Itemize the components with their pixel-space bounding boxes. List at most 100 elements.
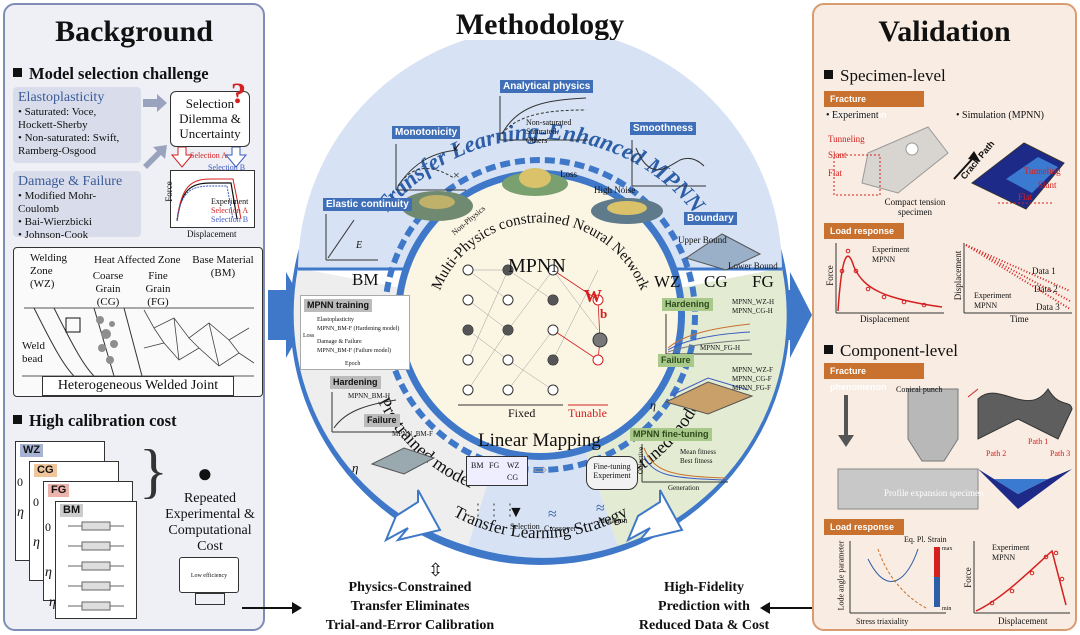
hardening-right-plot (665, 314, 752, 355)
selection-dilemma-box: Selection Dilemma & Uncertainty (170, 91, 250, 147)
linear-mapping-table: BM FG WZ CG (466, 456, 528, 486)
specimen-load-bar: Load response (824, 223, 904, 239)
dna-icon: ≈ (548, 506, 557, 523)
component-fracture-bar: Fracture phenomenon (824, 363, 924, 392)
specimen-heading: Specimen-level (824, 67, 946, 85)
smoothness-plot (631, 140, 706, 187)
selection-dilemma-text: Selection Dilemma & Uncertainty (179, 96, 241, 141)
time-axis: Time (1010, 314, 1029, 324)
damage-item-2: • Bai-Wierzbicki (18, 216, 92, 228)
failure-left-legend: MPNN_BM-F (392, 430, 433, 438)
finetuning-experiment-text: Fine-tuning Experiment (593, 462, 631, 480)
population-dots-icon: ⋮⋮⋮ (470, 502, 518, 519)
train-item-2: MPNN_BM-F (Hardening model) (317, 326, 400, 332)
hard-legend-wz: MPNN_WZ-H (732, 298, 774, 306)
brace-icon: } (139, 438, 168, 504)
finetuning-label: MPNN fine-tuning (630, 428, 712, 441)
bottom-left-line-2: Transfer Eliminates (350, 599, 470, 614)
bottom-right-line-2: Prediction with (658, 599, 750, 614)
mpnn-training-box: MPNN training Elastoplasticity MPNN_BM-F… (300, 295, 410, 370)
tunneling-right: Tunneling (1024, 166, 1061, 176)
analytical-legend-3: Others (526, 136, 548, 145)
damage-box: Damage & Failure • Modified Mohr-Coulomb… (13, 171, 141, 241)
legend-experiment: Experiment (211, 197, 249, 206)
bottom-right-text: High-Fidelity Prediction with Reduced Da… (604, 578, 804, 635)
hard-legend-cg: MPNN_CG-H (732, 307, 773, 315)
base-material-label: Base Material (BM) (192, 254, 254, 279)
model-selection-title: Model selection challenge (29, 64, 209, 83)
train-item-1: Elastoplasticity (317, 317, 354, 323)
flat-right: Flat (1018, 192, 1033, 202)
loss-axis-label: Loss (303, 333, 315, 339)
card-cg-label: CG (34, 464, 57, 477)
weld-diagram: Welding Zone (WZ) Heat Affected Zone Coa… (13, 247, 263, 397)
card-fg-label: FG (48, 484, 70, 497)
component-images (837, 388, 1073, 510)
mutation-dna-icon: ≈ (596, 500, 605, 517)
train-item-3: Damage & Failure (317, 339, 362, 345)
hard-legend-fg: MPNN_FG-H (700, 344, 741, 352)
component-load-bar: Load response (824, 519, 904, 535)
bottom-right-line-3: Reduced Data & Cost (638, 618, 770, 633)
loss-label: Loss (560, 169, 578, 179)
path-1-label: Path 1 (1028, 437, 1049, 446)
card-eta-1: η (17, 505, 24, 520)
mpnn-training-label: MPNN training (304, 299, 372, 312)
specimen-time-plot (963, 243, 1072, 314)
fixed-label: Fixed (508, 406, 536, 420)
eta-left-label: η (352, 460, 359, 475)
plot-ylabel: Force (163, 181, 174, 202)
colorbar-min: min (942, 606, 952, 612)
wz-label: WZ (654, 272, 681, 291)
card-eta-3: η (45, 565, 52, 580)
cost-text: Repeated Experimental & Computational Co… (165, 491, 255, 554)
crossover-label: Crossover (544, 524, 577, 533)
tunable-label: Tunable (568, 406, 607, 420)
question-mark: ? (231, 77, 246, 110)
component-disp-axis: Displacement (998, 616, 1048, 626)
failure-left-plot (370, 447, 436, 475)
triaxiality-label: Stress triaxiality (856, 617, 909, 626)
hardening-left-plot (331, 392, 398, 433)
elastoplasticity-box: Elastoplasticity • Saturated: Voce, Hock… (13, 87, 141, 163)
model-selection-heading: Model selection challenge (13, 65, 209, 83)
simulation-bullet: • Simulation (MPNN) (956, 110, 1044, 121)
component-force-plot (973, 541, 1070, 614)
elastic-plot (325, 214, 378, 261)
punch-label: Conical punch (896, 385, 943, 394)
dashed-arrow-icon: ⇳ (428, 560, 444, 580)
card-eta-4: η (49, 595, 56, 610)
boundary-label: Boundary (684, 212, 737, 225)
fine-grain-label: Fine Grain (FG) (145, 270, 171, 308)
card-wz-label: WZ (20, 444, 44, 457)
upper-bound-label: Upper Bound (678, 235, 727, 245)
mpnn-center-label: MPNN (508, 255, 566, 277)
specimen-legend-mpnn: MPNN (872, 255, 896, 264)
bottom-left-text: Physics-Constrained Transfer Eliminates … (294, 578, 526, 635)
specimen-images (833, 126, 1065, 210)
colorbar-max: max (942, 546, 953, 552)
card-zero-1: 0 (17, 475, 23, 489)
hardening-right-label: Hardening (662, 298, 713, 311)
data-1-label: Data 1 (1032, 266, 1056, 276)
lm-label-cg: CG (507, 473, 519, 482)
selection-plot-svg (176, 178, 242, 222)
card-bm-label: BM (60, 504, 84, 517)
bottom-arrows (242, 602, 820, 614)
lm-label-wz: WZ (507, 461, 520, 470)
card-eta-2: η (33, 535, 40, 550)
selection-a-label: Selection A (190, 151, 228, 160)
eta-right-label: η (650, 398, 656, 412)
generation-label: Generation (668, 484, 700, 492)
data-3-label: Data 3 (1036, 302, 1060, 312)
failure-right-label: Failure (658, 354, 694, 367)
boundary-surface (684, 233, 762, 271)
model-arrows (143, 94, 167, 169)
time-legend-exp: Experiment (974, 291, 1012, 300)
objective-label: Objective (637, 446, 646, 475)
background-panel: Background Model selection challenge Ela… (3, 3, 265, 631)
flat-left: Flat (828, 168, 843, 178)
fitness-legend-2: Best fitness (680, 457, 713, 465)
analytical-label: Analytical physics (500, 80, 594, 93)
mutation-label: Mutation (598, 516, 628, 525)
